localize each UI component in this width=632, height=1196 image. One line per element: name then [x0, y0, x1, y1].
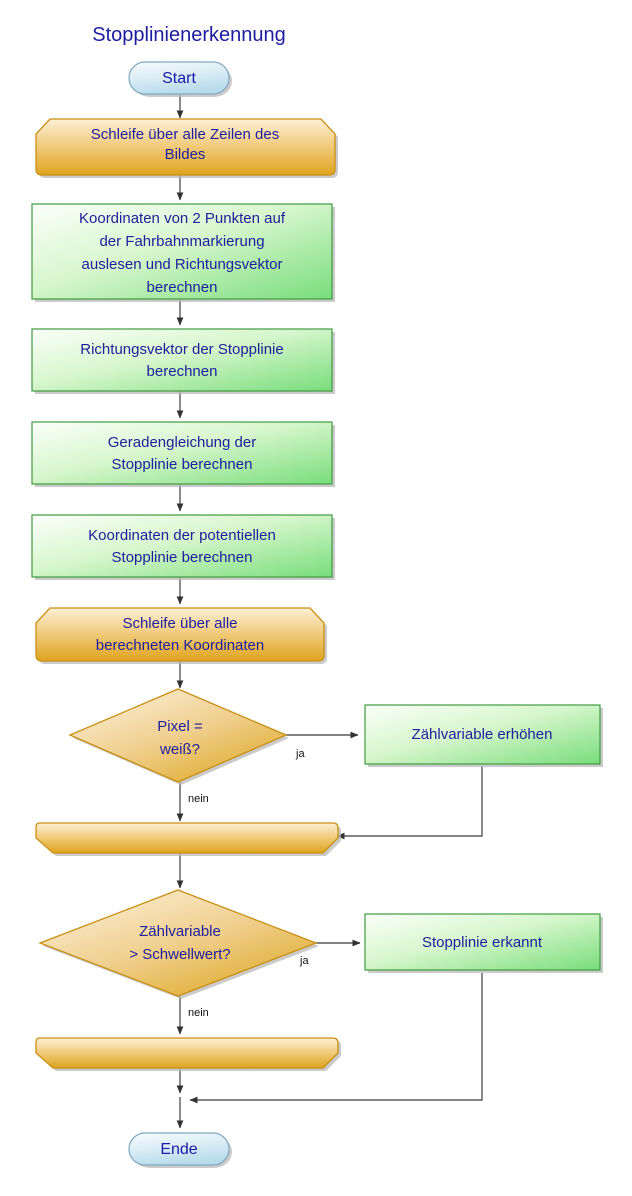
node-start-label: Start	[162, 70, 196, 87]
node-loop-koordinaten-line2: berechneten Koordinaten	[96, 637, 264, 654]
node-decision-pixel-weiss-line1: Pixel =	[157, 718, 203, 735]
node-koordinaten-2-punkte[interactable]: Koordinaten von 2 Punkten auf der Fahrba…	[31, 203, 335, 302]
node-decision-schwellwert[interactable]: Zählvariable > Schwellwert? ja nein	[38, 889, 319, 1019]
node-loop-rows-line2: Bildes	[165, 146, 206, 163]
node-decision-pixel-weiss[interactable]: Pixel = weiß? ja nein	[68, 688, 305, 805]
node-ende-label: Ende	[160, 1141, 197, 1158]
edge-label-pixel-nein: nein	[188, 793, 209, 805]
edge-label-pixel-ja: ja	[295, 748, 305, 760]
node-koordinaten-potentielle-line2: Stopplinie berechnen	[112, 549, 253, 566]
edge-label-schwellwert-nein: nein	[188, 1007, 209, 1019]
node-stopplinie-erkannt-label: Stopplinie erkannt	[422, 934, 543, 951]
node-richtungsvektor-stopplinie-line1: Richtungsvektor der Stopplinie	[80, 341, 283, 358]
node-geradengleichung-line2: Stopplinie berechnen	[112, 456, 253, 473]
node-decision-pixel-weiss-line2: weiß?	[159, 741, 200, 758]
connector-layer	[176, 95, 483, 1129]
node-loop-rows[interactable]: Schleife über alle Zeilen des Bildes	[35, 118, 338, 178]
node-ende[interactable]: Ende	[128, 1132, 232, 1168]
node-koordinaten-2-punkte-line2: der Fahrbahnmarkierung	[99, 233, 264, 250]
node-richtungsvektor-stopplinie[interactable]: Richtungsvektor der Stopplinie berechnen	[31, 328, 335, 394]
node-loop-koordinaten[interactable]: Schleife über alle berechneten Koordinat…	[35, 607, 327, 664]
edge-erkannt-to-ende	[189, 973, 483, 1104]
node-geradengleichung[interactable]: Geradengleichung der Stopplinie berechne…	[31, 421, 335, 487]
node-stopplinie-erkannt[interactable]: Stopplinie erkannt	[364, 913, 603, 973]
node-start[interactable]: Start	[128, 61, 232, 97]
node-koordinaten-2-punkte-line4: berechnen	[147, 279, 218, 296]
node-geradengleichung-line1: Geradengleichung der	[108, 434, 256, 451]
node-zaehlvariable-erhoehen-label: Zählvariable erhöhen	[412, 726, 553, 743]
node-loop-koordinaten-line1: Schleife über alle	[122, 615, 237, 632]
node-loop-end-zeilen[interactable]	[35, 1037, 341, 1071]
node-richtungsvektor-stopplinie-line2: berechnen	[147, 363, 218, 380]
diagram-title: Stopplinienerkennung	[92, 24, 286, 46]
node-loop-rows-line1: Schleife über alle Zeilen des	[91, 126, 279, 143]
node-loop-end-koordinaten[interactable]	[35, 822, 341, 856]
node-decision-schwellwert-line2: > Schwellwert?	[129, 946, 230, 963]
node-zaehlvariable-erhoehen[interactable]: Zählvariable erhöhen	[364, 704, 603, 767]
node-decision-schwellwert-line1: Zählvariable	[139, 923, 221, 940]
edge-label-schwellwert-ja: ja	[299, 955, 309, 967]
node-koordinaten-2-punkte-line3: auslesen und Richtungsvektor	[82, 256, 283, 273]
edge-zaehler-to-loopend2	[336, 766, 483, 840]
node-koordinaten-2-punkte-line1: Koordinaten von 2 Punkten auf	[79, 210, 286, 227]
node-koordinaten-potentielle[interactable]: Koordinaten der potentiellen Stopplinie …	[31, 514, 335, 580]
node-koordinaten-potentielle-line1: Koordinaten der potentiellen	[88, 527, 276, 544]
